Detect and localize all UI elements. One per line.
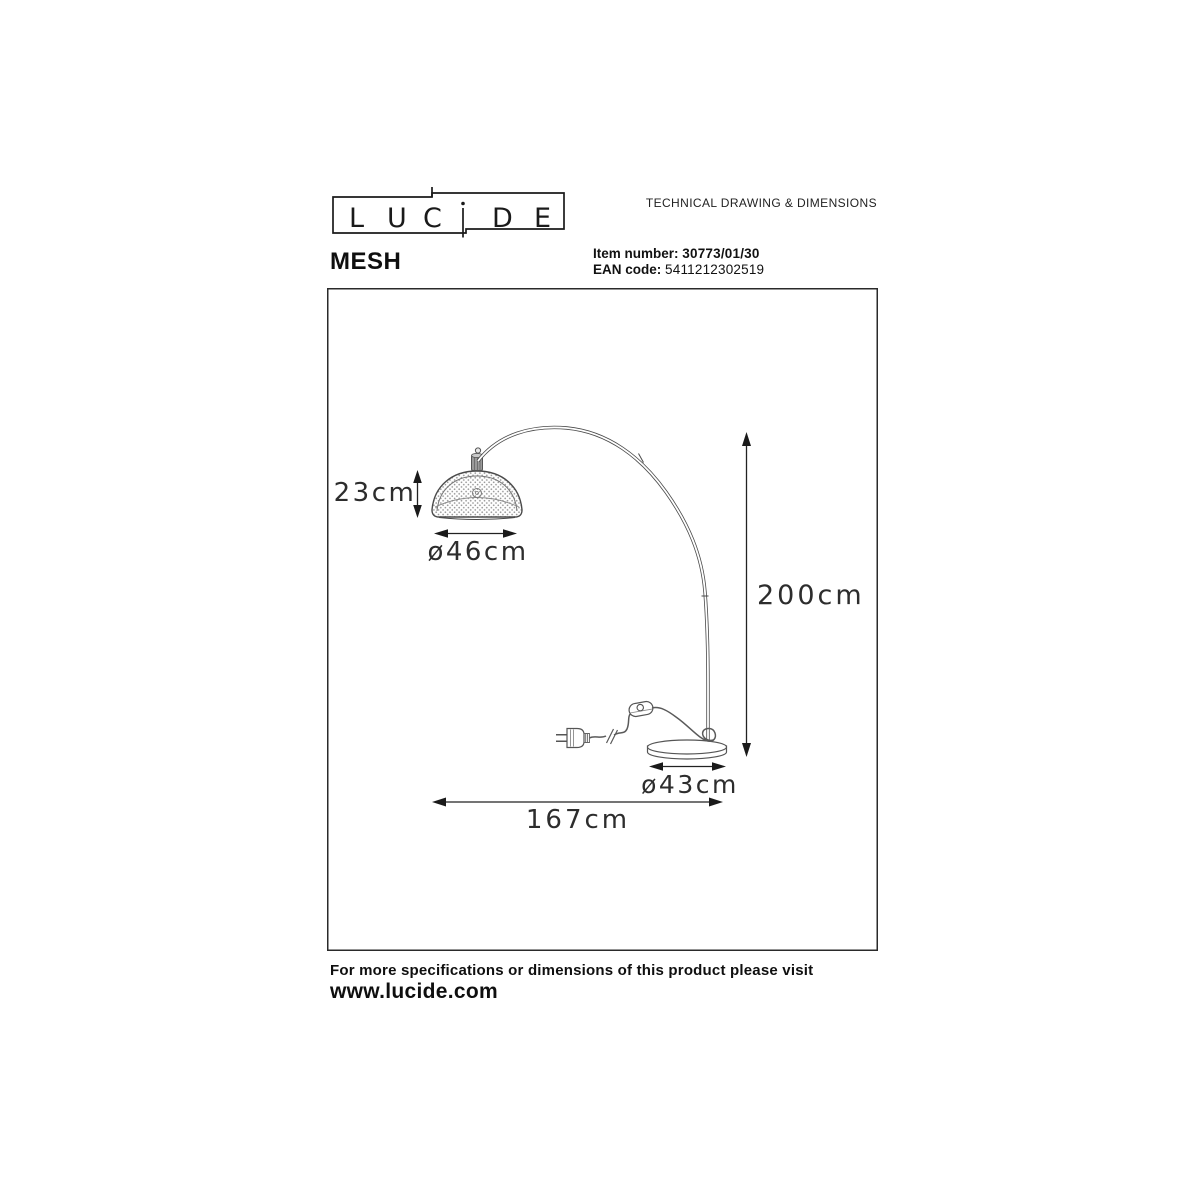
dimension-base-diameter: ø43cm: [641, 762, 739, 799]
cord-loop: [651, 706, 717, 742]
logo-letter-c: C: [423, 203, 442, 234]
arrow-left-icon: [432, 797, 446, 807]
ean-row: EAN code: 5411212302519: [593, 262, 764, 278]
arrow-left-icon: [649, 762, 663, 771]
plug-pins: [556, 733, 568, 743]
plug-body: [566, 727, 585, 749]
lamp-shade: [431, 470, 523, 520]
arc-joint-upper: [638, 453, 644, 463]
logo-letter-e: E: [534, 203, 551, 234]
logo-letter-u: U: [387, 203, 407, 234]
website-text: www.lucide.com: [330, 980, 498, 1003]
shade-inner-line: [436, 475, 518, 512]
arrow-right-icon: [712, 762, 726, 771]
arrow-down-icon: [413, 505, 422, 518]
power-cord-assembly: [556, 700, 717, 749]
lucide-logo: L U C D E: [332, 187, 565, 238]
ean-value: 5411212302519: [665, 261, 765, 277]
drawing-frame: [327, 288, 878, 951]
arrow-up-icon: [742, 432, 751, 446]
lamp-base: [646, 739, 728, 760]
cord: [589, 735, 607, 739]
arc-inner: [477, 426, 709, 742]
item-number-value: 30773/01/30: [682, 246, 760, 261]
logo-frame: [332, 192, 565, 234]
shade-socket: [472, 488, 482, 498]
arrow-left-icon: [434, 529, 448, 538]
shade-rim: [438, 517, 516, 520]
arrow-up-icon: [413, 470, 422, 483]
switch-button: [636, 703, 644, 712]
dimension-shade-height: 23cm: [334, 470, 422, 518]
arrow-right-icon: [503, 529, 517, 538]
inline-switch: [628, 700, 654, 718]
cord-break-marks: [605, 728, 619, 745]
arc-outer: [476, 425, 710, 742]
dim-width-label: 167cm: [526, 805, 630, 835]
lamp-arc: [476, 425, 710, 742]
dim-shade-diameter-label: ø46cm: [427, 537, 528, 567]
logo-i-dot: [461, 201, 465, 206]
logo-letter-l: L: [349, 203, 364, 234]
doc-type-label: TECHNICAL DRAWING & DIMENSIONS: [645, 196, 877, 210]
ean-label: EAN code:: [593, 261, 662, 277]
item-number-label: Item number:: [593, 246, 679, 261]
dimension-width: 167cm: [432, 797, 723, 835]
plug-neck: [584, 733, 590, 743]
item-number-row: Item number: 30773/01/30: [593, 246, 764, 262]
product-meta: Item number: 30773/01/30 EAN code: 54112…: [593, 246, 764, 277]
shade-outline: [431, 470, 523, 518]
technical-drawing: 23cm ø46cm 200cm ø43cm 167cm: [327, 288, 878, 951]
logo-letter-d: D: [492, 203, 513, 234]
arrow-right-icon: [709, 797, 723, 807]
dimension-height: 200cm: [742, 432, 865, 757]
dim-base-diameter-label: ø43cm: [641, 770, 739, 799]
dim-height-label: 200cm: [757, 580, 865, 611]
dimension-shade-diameter: ø46cm: [427, 529, 528, 567]
dim-shade-height-label: 23cm: [334, 478, 417, 508]
shade-connector: [471, 447, 483, 471]
product-name: MESH: [330, 248, 402, 275]
arrow-down-icon: [742, 743, 751, 757]
footer-note: For more specifications or dimensions of…: [330, 962, 814, 979]
base-top: [646, 739, 728, 755]
